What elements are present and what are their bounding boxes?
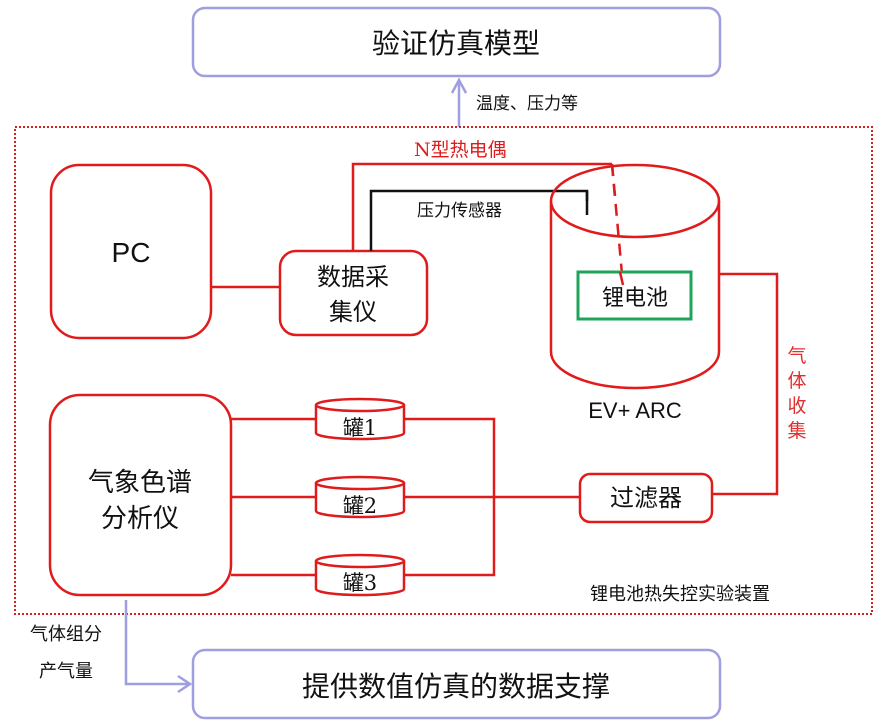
tank-3: 罐3: [314, 553, 406, 597]
gc-label-line1: 气象色谱: [88, 468, 192, 498]
thermocouple-probe-inner: [610, 163, 625, 286]
svg-text:集: 集: [787, 420, 806, 442]
daq-box: 数据采 集仪: [278, 249, 429, 337]
thermocouple-label: N型热电偶: [414, 139, 507, 161]
thermocouple-contact: [618, 271, 625, 286]
tank-1: 罐1: [314, 397, 406, 441]
bottom-arrow-label-line2: 产气量: [39, 661, 93, 682]
gc-label-line2: 分析仪: [101, 504, 179, 534]
thermocouple-wire: [351, 162, 612, 251]
top-arrow-head-icon: [450, 77, 468, 94]
tank-1-label: 罐1: [343, 416, 377, 440]
svg-text:气: 气: [787, 345, 806, 367]
data-support-label: 提供数值仿真的数据支撑: [302, 670, 610, 703]
pc-box: PC: [49, 163, 213, 340]
arc-label: EV+ ARC: [588, 398, 682, 423]
filter-label: 过滤器: [610, 484, 682, 512]
svg-text:体: 体: [787, 370, 806, 392]
gas-collection-line: [712, 272, 779, 496]
tank-3-label: 罐3: [343, 571, 377, 595]
bottom-arrow-label-line1: 气体组分: [30, 624, 102, 645]
svg-text:收: 收: [787, 395, 806, 417]
pressure-sensor-label: 压力传感器: [417, 201, 502, 221]
validate-model-box: 验证仿真模型: [191, 6, 722, 78]
battery-label: 锂电池: [602, 286, 668, 311]
top-arrow-label: 温度、压力等: [476, 94, 578, 114]
daq-label-line2: 集仪: [329, 298, 377, 326]
bottom-flow-arrow: [124, 600, 190, 686]
daq-label-line1: 数据采: [317, 263, 389, 291]
gc-analyzer-box: 气象色谱 分析仪: [48, 393, 233, 597]
data-support-box: 提供数值仿真的数据支撑: [191, 648, 722, 720]
pc-label: PC: [112, 237, 151, 268]
tank-2: 罐2: [314, 475, 406, 519]
filter-box: 过滤器: [578, 472, 714, 524]
battery-box: 锂电池: [576, 270, 693, 321]
validate-model-label: 验证仿真模型: [372, 27, 540, 60]
setup-boundary-label: 锂电池热失控实验装置: [590, 584, 770, 605]
gas-collection-label: 气 体 收 集: [787, 345, 806, 442]
bottom-arrow-head-icon: [177, 674, 193, 694]
setup-boundary: [14, 126, 873, 615]
tank-2-label: 罐2: [343, 494, 377, 518]
